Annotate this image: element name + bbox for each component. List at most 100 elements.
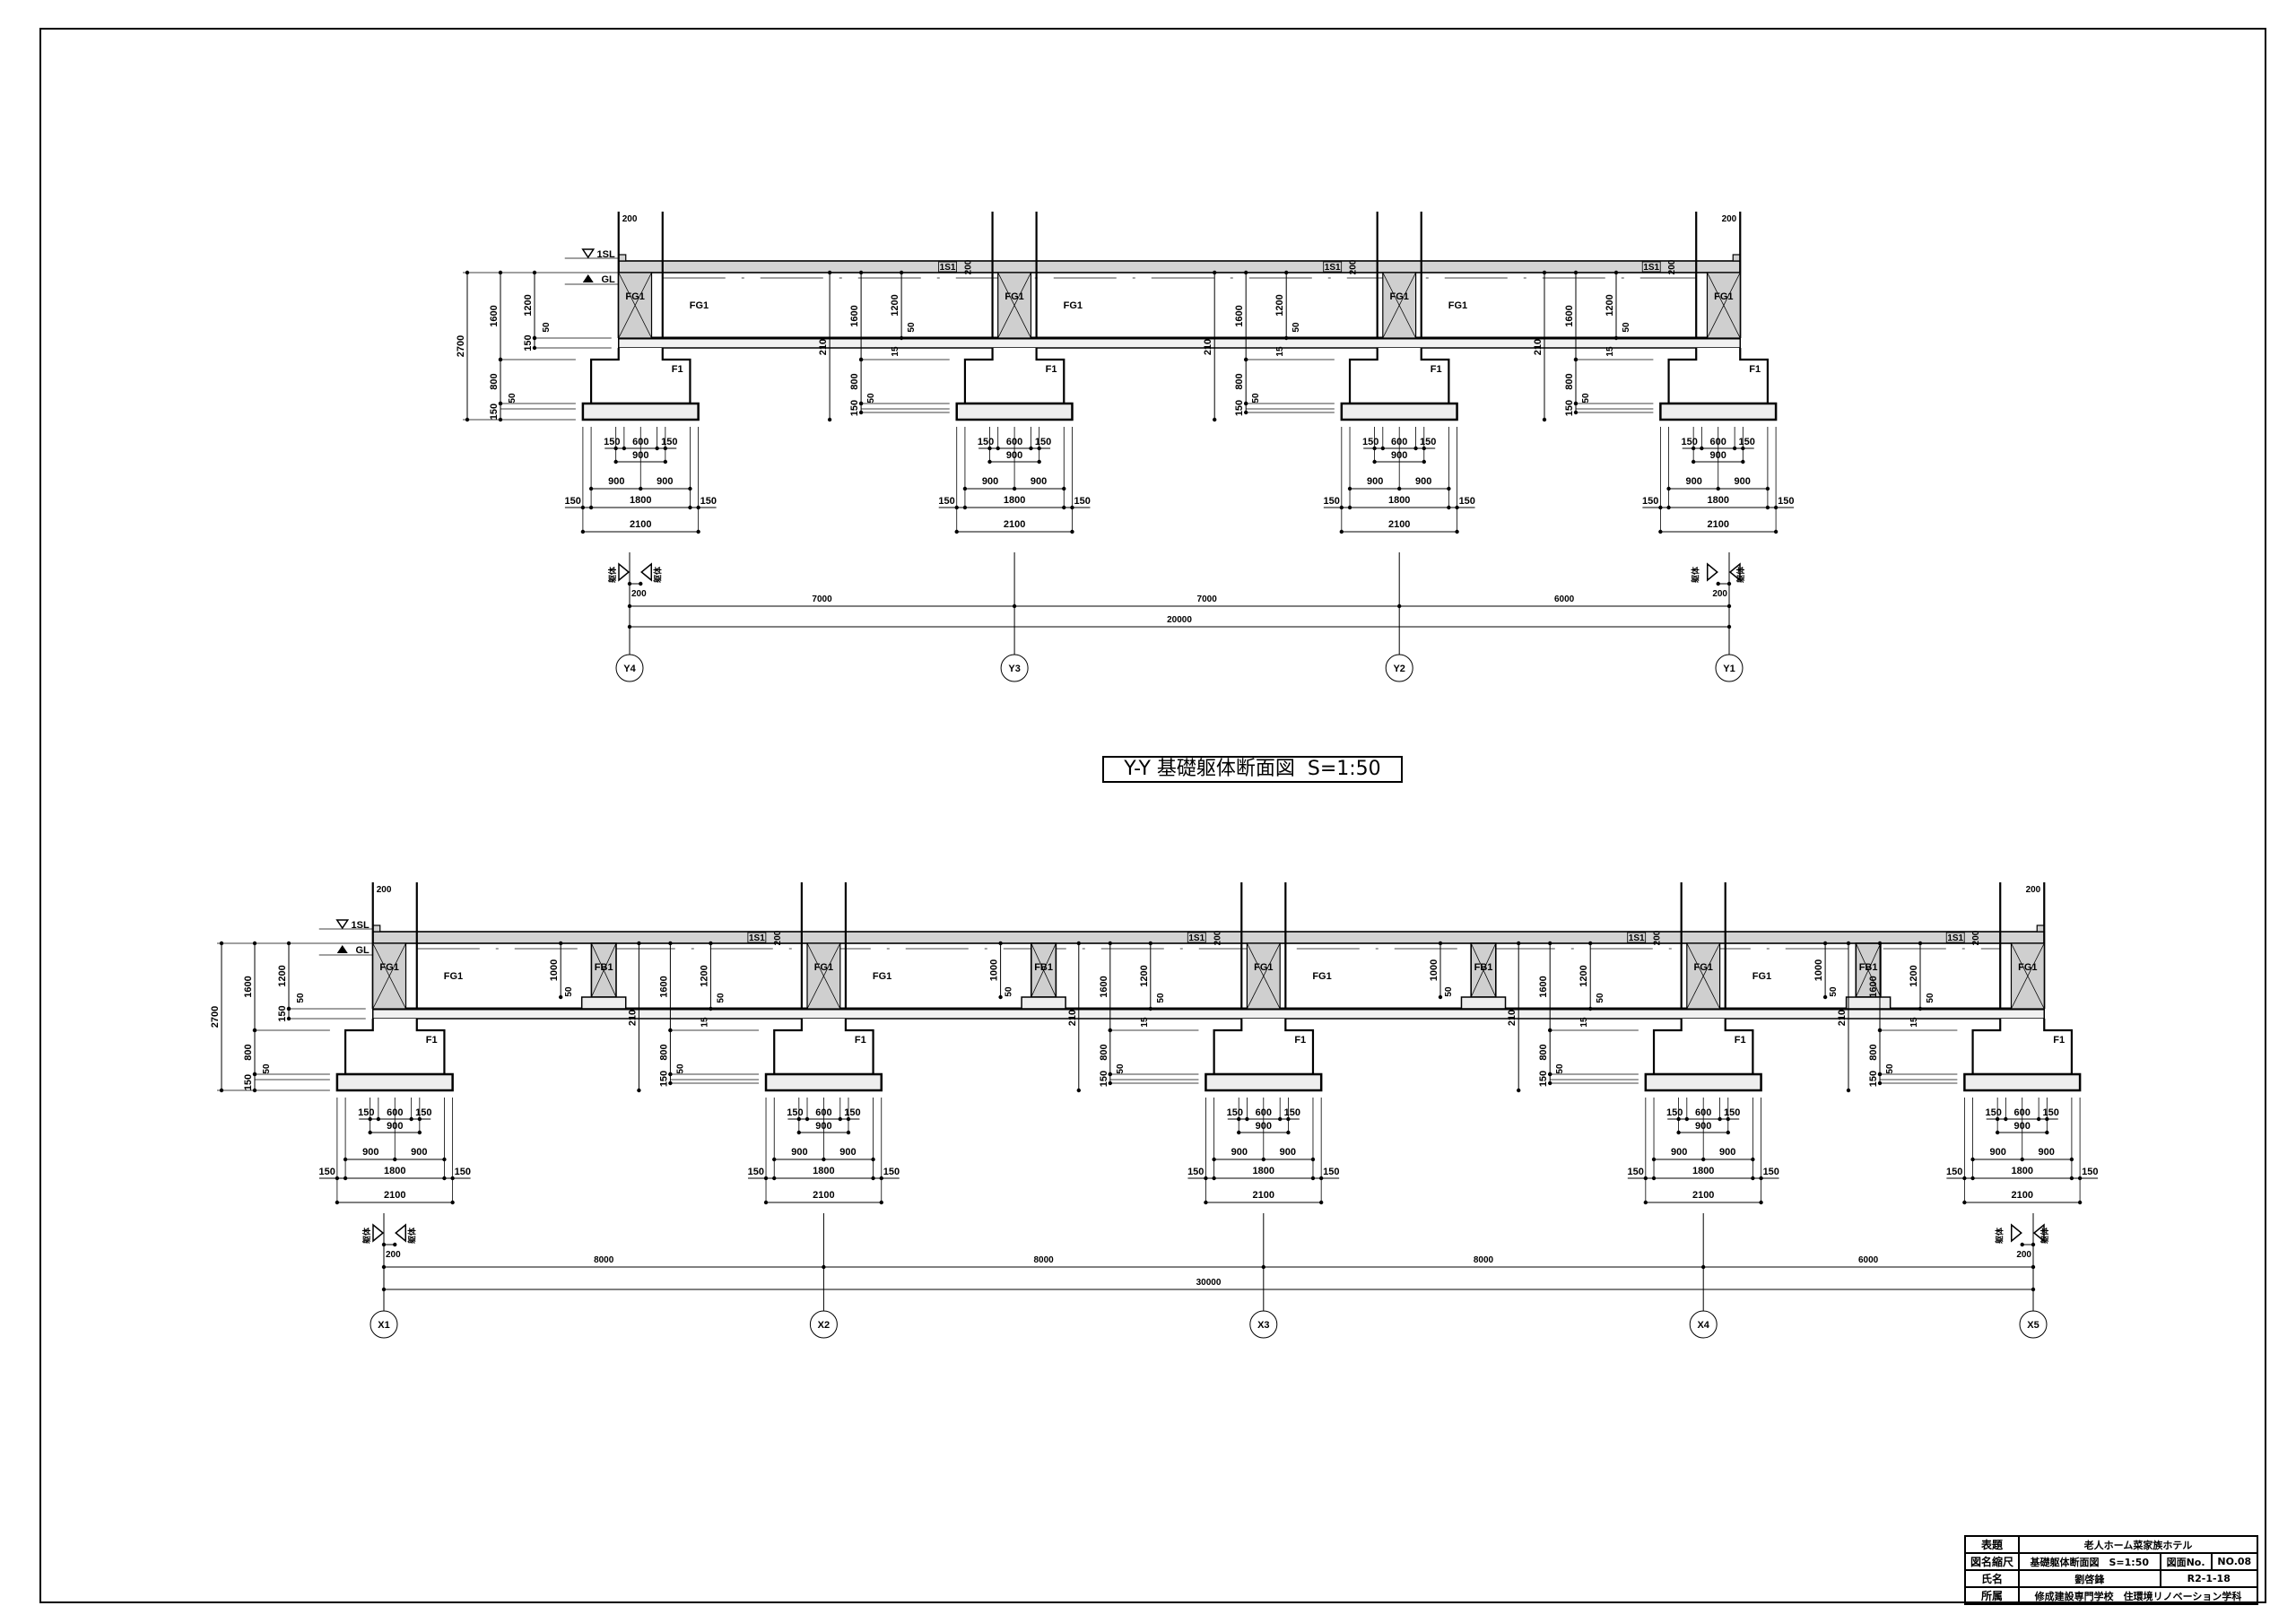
ref-mark-label: 躯体 <box>1735 566 1745 584</box>
footing-label: F1 <box>855 1035 866 1046</box>
sub-beam-depth-dim: 1000 <box>549 959 560 981</box>
slab-label-box <box>1945 932 1965 943</box>
girder-label: FG1 <box>690 300 709 311</box>
mid-beam-dim: 1200 <box>1274 294 1285 316</box>
span-dim-label: 6000 <box>1858 1255 1879 1265</box>
dimension-dot <box>1716 581 1720 586</box>
mid-upper-dim: 1600 <box>1234 305 1245 326</box>
slab-label-box <box>1323 261 1343 273</box>
dimension-dot <box>763 1200 769 1205</box>
dimension-dot <box>987 459 992 464</box>
dimension-dot <box>580 505 586 510</box>
dimension-dot <box>368 1130 372 1135</box>
footing-dim: 1800 <box>1388 495 1410 506</box>
dimension-dot <box>688 505 692 510</box>
slab-thickness-dim: 200 <box>1653 930 1663 945</box>
dimension-dot <box>1148 1006 1153 1011</box>
mid-cover-dim: 50 <box>1116 1063 1126 1074</box>
title-label: 表題 <box>1964 1535 2020 1554</box>
left-total-dim: 2700 <box>210 1006 221 1028</box>
ref-offset-dim: 200 <box>631 589 647 599</box>
dimension-dot <box>1372 459 1377 464</box>
footing-dim: 150 <box>1284 1107 1300 1118</box>
dimension-dot <box>1726 1130 1730 1135</box>
sub-beam-cover-dim: 50 <box>1004 986 1014 997</box>
mid-depth-dim: 210 <box>1837 1010 1848 1026</box>
mid-cover-dim: 50 <box>1581 393 1591 404</box>
dimension-dot <box>1765 486 1770 491</box>
footing-dim: 600 <box>815 1107 831 1118</box>
grid-bubble <box>809 1310 838 1339</box>
dimension-dot <box>417 1130 422 1135</box>
name-row: 氏名 劉啓鋒 R2-1-18 <box>1964 1569 2258 1588</box>
ref-mark-label: 躯体 <box>406 1227 416 1245</box>
footing-label: F1 <box>426 1035 438 1046</box>
left-cover-dim: 50 <box>296 993 306 1003</box>
dimension-dot <box>2020 1157 2024 1162</box>
ref-triangle-icon <box>1728 562 1741 582</box>
left-cover-dim: 50 <box>542 322 552 333</box>
dimension-dot <box>987 446 992 451</box>
dimension-dot <box>1422 459 1426 464</box>
footing-dim: 150 <box>319 1167 335 1177</box>
dimension-dot <box>1347 505 1352 510</box>
grid-bubble <box>1385 654 1413 682</box>
mid-base-dim: 15 <box>891 346 900 357</box>
slab-label-box <box>938 261 957 273</box>
drawing-row: 図名縮尺 基礎躯体断面図 S=1:50 図面No. NO.08 <box>1964 1552 2259 1571</box>
grid-bubble <box>1000 654 1029 682</box>
dimension-dot <box>637 1088 641 1093</box>
dimension-dot <box>879 1200 883 1205</box>
dimension-dot <box>343 1157 348 1162</box>
dimension-dot <box>2031 1264 2036 1270</box>
ref-triangle-icon <box>395 1223 407 1243</box>
drawing-frame <box>39 28 2266 1603</box>
footing-dim: 600 <box>1710 437 1726 447</box>
footing-dim: 900 <box>608 476 624 487</box>
girder-label: FG1 <box>444 971 463 982</box>
drawing-number: NO.08 <box>2210 1552 2259 1571</box>
mid-upper-dim: 1600 <box>1564 305 1575 326</box>
section-cross <box>618 272 652 339</box>
dimension-dot <box>335 1200 340 1205</box>
dimension-dot <box>1651 1176 1657 1181</box>
footing-dim: 600 <box>632 437 648 447</box>
footing-outline <box>773 1019 874 1076</box>
dimension-dot <box>1397 486 1402 491</box>
base-slab <box>617 337 1742 349</box>
dimension-dot <box>1726 581 1732 586</box>
dimension-dot <box>1397 603 1402 609</box>
mid-cover-dim: 50 <box>1156 993 1166 1003</box>
footing-dim: 150 <box>1682 437 1698 447</box>
girder-label: FG1 <box>1752 971 1771 982</box>
dimension-dot <box>763 1176 769 1181</box>
footing-dim: 150 <box>415 1107 431 1118</box>
sub-beam-depth-dim: 1000 <box>989 959 1000 981</box>
dimension-dot <box>1310 1176 1316 1181</box>
footing-dim: 900 <box>1391 450 1407 461</box>
mid-depth-dim: 210 <box>1203 339 1213 355</box>
footing-dim: 900 <box>1231 1147 1248 1158</box>
ref-triangle-icon <box>640 562 653 582</box>
level-1sl: 1SL <box>597 249 615 260</box>
ref-mark-label: 躯体 <box>1691 566 1700 584</box>
base-slab <box>371 1008 2046 1020</box>
ref-mark-label: 躯体 <box>607 566 617 584</box>
footing-dim: 150 <box>938 496 954 507</box>
girder-section-label: FG1 <box>2018 962 2037 973</box>
grid-axis-label: X5 <box>2027 1320 2039 1331</box>
dimension-dot <box>1339 505 1344 510</box>
footing-outline <box>1213 1019 1315 1076</box>
dimension-dot <box>1261 1157 1266 1162</box>
footing-dim: 900 <box>1671 1147 1687 1158</box>
span-dim-label: 7000 <box>812 595 832 604</box>
dimension-dot <box>1212 1176 1216 1181</box>
dimension-dot <box>417 1116 422 1122</box>
level-triangle-down-icon <box>581 248 596 259</box>
dimension-dot <box>709 1006 713 1011</box>
mid-depth-dim: 210 <box>818 339 829 355</box>
dimension-dot <box>1372 446 1377 451</box>
dimension-dot <box>1658 529 1663 534</box>
sub-beam-cover-dim: 50 <box>1829 986 1839 997</box>
dimension-dot <box>1822 941 1828 946</box>
